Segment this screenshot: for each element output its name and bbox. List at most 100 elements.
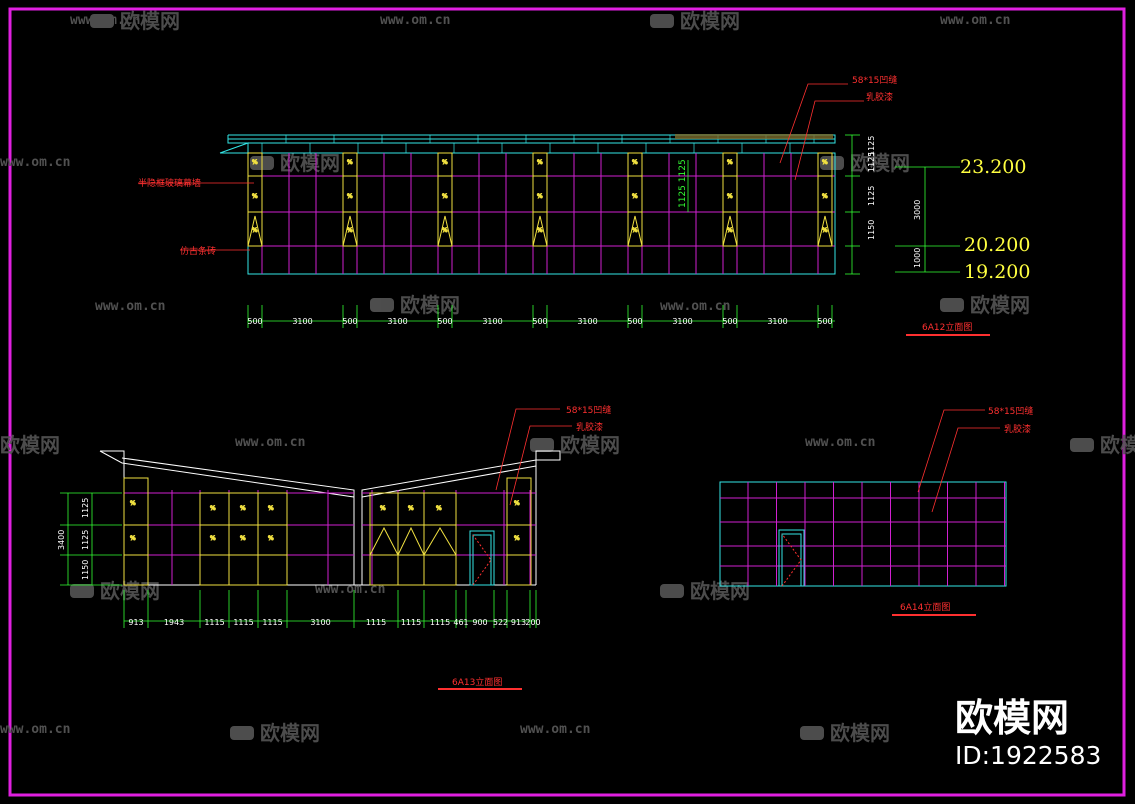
hdim-label: 913 (511, 618, 526, 627)
glass-mark: % (727, 227, 733, 234)
glass-mark: % (252, 193, 258, 200)
watermark-site-text: www.om.cn (520, 722, 590, 737)
window-frame (506, 477, 532, 586)
window-panels: %%%%%%%%%%%%% (123, 477, 532, 586)
roof-outline (99, 450, 561, 586)
level-19-200: 19.200 (964, 261, 1030, 283)
drawing-title-6a14: 6A14立面图 (900, 601, 950, 613)
watermark-sofa-icon (650, 14, 674, 28)
glass-mark: % (347, 159, 353, 166)
note-brick: 仿古条砖 (180, 245, 216, 257)
watermark-site-text: www.om.cn (95, 299, 165, 314)
watermark-logo-text: 欧模网 (280, 151, 340, 175)
window-chevron (369, 526, 399, 556)
watermark-logo-text: 欧模网 (560, 433, 620, 457)
hdim-label: 500 (437, 317, 452, 326)
watermark-site-text: www.om.cn (940, 13, 1010, 28)
pier-chevron (627, 215, 643, 247)
glass-mark: % (240, 535, 246, 542)
glass-mark: % (240, 505, 246, 512)
vertical-dim-lines (845, 134, 960, 275)
hdim-label: 1115 (233, 618, 253, 627)
hdim-label: 3100 (387, 317, 407, 326)
vdim-1150: 1150 (867, 220, 876, 240)
vdim-1125-a: 1125 (867, 152, 876, 172)
glass-mark: % (537, 159, 543, 166)
glass-mark: % (210, 505, 216, 512)
glass-mark: % (268, 535, 274, 542)
door (469, 530, 495, 586)
glass-mark: % (408, 505, 414, 512)
note-paint: 乳胶漆 (1004, 423, 1031, 435)
level-20-200: 20.200 (964, 234, 1030, 256)
brand-id: ID:1922583 (955, 741, 1101, 770)
glass-mark: % (442, 193, 448, 200)
glass-pier (342, 152, 358, 247)
watermark-sofa-icon (1070, 438, 1094, 452)
glass-mark: % (727, 193, 733, 200)
glass-mark: % (822, 159, 828, 166)
glass-mark: % (537, 193, 543, 200)
hdim-label: 1115 (401, 618, 421, 627)
pier-chevron (722, 215, 738, 247)
watermark-site-text: www.om.cn (805, 435, 875, 450)
hdim-label: 3100 (577, 317, 597, 326)
vdim-1150: 1150 (81, 560, 90, 580)
glass-mark: % (822, 227, 828, 234)
facade-grid (124, 490, 536, 585)
watermark-logo-text: 欧模网 (680, 9, 740, 33)
window-frame (369, 492, 457, 586)
watermark-sofa-icon (800, 726, 824, 740)
watermark-site-text: www.om.cn (0, 722, 70, 737)
hdim-label: 3100 (292, 317, 312, 326)
watermark-site-text: www.om.cn (235, 435, 305, 450)
vdim-1125-mid: 1125 (81, 530, 90, 550)
glass-mark: % (268, 505, 274, 512)
pier-chevron (247, 215, 263, 247)
hdim-label: 1943 (164, 618, 184, 627)
glass-mark: % (380, 505, 386, 512)
hdim-label: 500 (817, 317, 832, 326)
glass-mark: % (727, 159, 733, 166)
hdim-label: 500 (342, 317, 357, 326)
level-23-200: 23.200 (960, 156, 1026, 178)
glass-mark: % (514, 500, 520, 507)
elevation-6a14: 58*15凹缝 乳胶漆 6A14立面图 (719, 405, 1033, 616)
roof-ticks (261, 135, 815, 153)
note-paint: 乳胶漆 (866, 91, 893, 103)
hdim-label: 200 (525, 618, 540, 627)
watermark-layer: www.om.cn www.om.cn www.om.cn www.om.cn www.… (0, 9, 1135, 745)
glass-pier (532, 152, 548, 247)
hdim-label: 913 (128, 618, 143, 627)
note-groove: 58*15凹缝 (566, 404, 611, 416)
watermark-logo-text: 欧模网 (260, 721, 320, 745)
glass-pier (247, 152, 263, 247)
watermark-logo-text: 欧模网 (400, 293, 460, 317)
hdim-label: 3100 (310, 618, 330, 627)
hdim-label: 522 (493, 618, 508, 627)
window-chevron (423, 527, 457, 556)
hdim-label: 500 (247, 317, 262, 326)
glass-pier (627, 152, 643, 247)
middle-dim-note: 1125 1125 (678, 159, 688, 208)
door (778, 529, 805, 587)
sheet-border (8, 7, 1126, 797)
leader-lines (917, 409, 1000, 513)
glass-mark: % (442, 159, 448, 166)
facade-outline (719, 481, 1007, 587)
watermark-site-text: www.om.cn (0, 155, 70, 170)
glass-pier (817, 152, 833, 247)
hdim-label: 500 (627, 317, 642, 326)
vdim-1000: 1000 (913, 248, 922, 268)
note-paint: 乳胶漆 (576, 421, 603, 433)
glass-curtain-piers: %%%%%%%%%%%%%%%%%%%%% (247, 152, 833, 247)
pier-chevron (342, 215, 358, 247)
roof-hatch (675, 134, 833, 139)
pier-chevron (437, 215, 453, 247)
hdim-label: 500 (532, 317, 547, 326)
leader-lines (138, 83, 864, 251)
hdim-label: 1115 (262, 618, 282, 627)
watermark-sofa-icon (660, 584, 684, 598)
